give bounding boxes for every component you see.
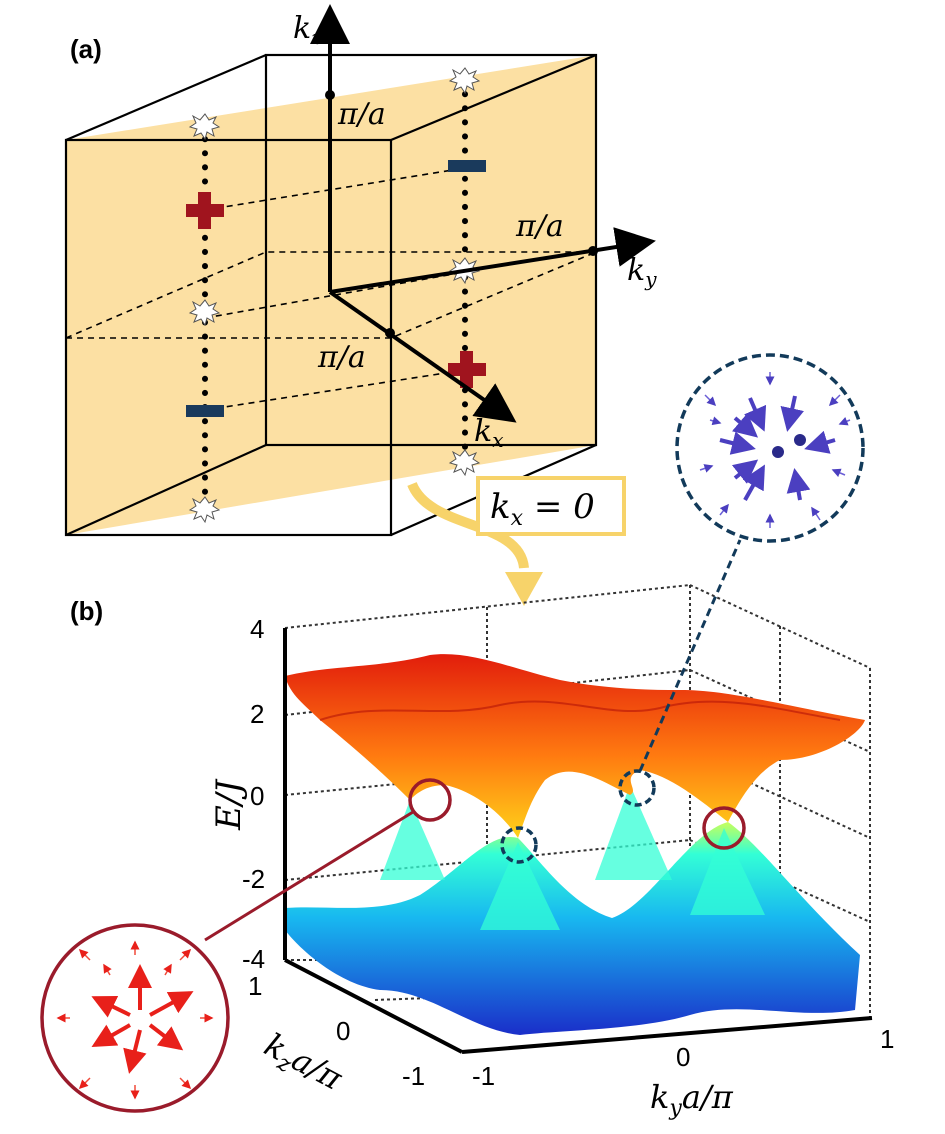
callout-box bbox=[476, 476, 626, 536]
ky-tick: 1 bbox=[880, 1024, 894, 1054]
inset-blue-sink bbox=[675, 353, 865, 543]
z-tick: 2 bbox=[250, 699, 264, 729]
panel-a: (a) bbox=[64, 4, 657, 537]
kz-tick: 0 bbox=[336, 1016, 350, 1046]
plus-charge-right bbox=[448, 351, 486, 388]
weyl-point-marker-red bbox=[702, 806, 746, 850]
energy-ticks: 4 2 0 -2 -4 bbox=[242, 614, 265, 974]
kz-tick: 1 bbox=[248, 971, 262, 1001]
burst-icon bbox=[188, 113, 221, 141]
z-tick: -2 bbox=[242, 864, 265, 894]
plot-axes bbox=[283, 628, 873, 1054]
callout-arrow bbox=[407, 481, 529, 569]
weyl-point-marker-blue bbox=[618, 769, 656, 807]
kx-point-label: π/a bbox=[317, 340, 366, 375]
inset-red-source bbox=[40, 923, 230, 1113]
ky-tick: -1 bbox=[472, 1061, 495, 1091]
z-tick: 4 bbox=[250, 614, 264, 644]
ky-axis-b bbox=[461, 1016, 873, 1054]
kz-point-dot bbox=[325, 90, 335, 100]
weyl-point-marker-red bbox=[408, 778, 452, 822]
upper-band-ridges bbox=[319, 700, 841, 721]
kz-ticks: 1 0 -1 bbox=[248, 971, 425, 1091]
energy-axis-label: E/J bbox=[209, 778, 249, 831]
minus-charge-right bbox=[448, 160, 486, 172]
ky-ticks: -1 0 1 bbox=[472, 1024, 894, 1091]
panel-b-label: (b) bbox=[70, 596, 103, 626]
field-arrow bbox=[786, 468, 811, 501]
field-arrow bbox=[719, 431, 756, 455]
field-arrow bbox=[91, 1023, 131, 1047]
callout-arrowhead bbox=[505, 572, 543, 606]
lower-band-cones bbox=[380, 785, 765, 930]
burst-icon bbox=[448, 449, 481, 477]
weyl-point-marker-blue bbox=[500, 826, 538, 864]
field-arrow bbox=[804, 430, 836, 454]
kx-point-dot bbox=[385, 328, 395, 338]
field-arrow bbox=[731, 412, 759, 438]
ky-point-label: π/a bbox=[515, 209, 564, 244]
field-arrow bbox=[780, 395, 804, 432]
burst-icon bbox=[188, 299, 221, 327]
ky-axis-label-b: kya/π bbox=[650, 1078, 734, 1121]
kz-tick: -1 bbox=[402, 1061, 425, 1091]
callout-label: kx = 0 bbox=[490, 487, 595, 531]
kz-axis-label: kz bbox=[293, 11, 322, 49]
minus-charge-left bbox=[186, 405, 224, 417]
slice-callout: kx = 0 bbox=[407, 476, 626, 606]
field-arrow bbox=[149, 991, 194, 1017]
burst-icon bbox=[188, 496, 221, 524]
field-arrow bbox=[148, 1023, 184, 1051]
field-arrow bbox=[123, 1029, 147, 1074]
ky-point-dot bbox=[588, 246, 598, 256]
kz-point-label: π/a bbox=[337, 97, 386, 132]
kx-axis bbox=[328, 290, 517, 423]
red-leader-line bbox=[204, 810, 414, 942]
node-markers bbox=[188, 67, 481, 524]
panel-a-label: (a) bbox=[70, 34, 102, 64]
upper-band-surface bbox=[285, 654, 865, 838]
kz-axis-b bbox=[284, 958, 463, 1054]
ky-tick: 0 bbox=[676, 1042, 690, 1072]
z-tick: -4 bbox=[242, 944, 265, 974]
z-tick: 0 bbox=[250, 781, 264, 811]
ky-axis-label: ky bbox=[627, 253, 657, 291]
field-arrow bbox=[742, 464, 765, 501]
field-arrow bbox=[731, 459, 759, 484]
panel-b: (b) bbox=[70, 539, 894, 1121]
plus-charge-left bbox=[186, 192, 224, 229]
blue-leader-line bbox=[638, 539, 742, 772]
field-arrow bbox=[91, 995, 131, 1018]
burst-icon bbox=[448, 67, 481, 95]
